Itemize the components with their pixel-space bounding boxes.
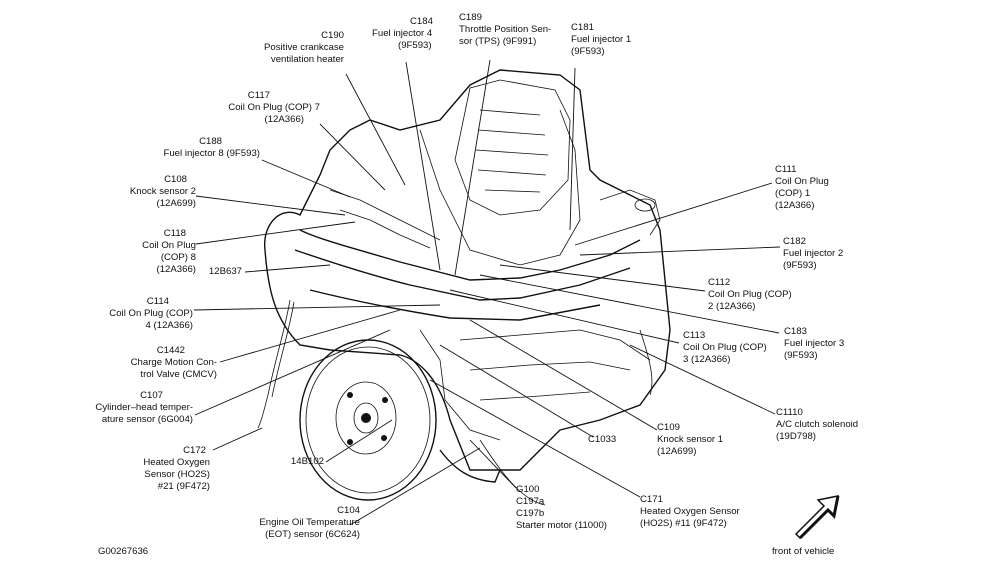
label-c112: C112 Coil On Plug (COP) 2 (12A366) (708, 277, 792, 312)
label-c104: C104 Engine Oil Temperature (EOT) sensor… (259, 505, 360, 540)
label-c184: C184 Fuel injector 4 (9F593) (372, 16, 433, 51)
label-c111: C111 Coil On Plug (COP) 1 (12A366) (775, 164, 829, 211)
flywheel (299, 339, 437, 501)
front-arrow-icon (794, 495, 840, 540)
label-c1110: C1110 A/C clutch solenoid (19D798) (776, 407, 859, 442)
label-c190: C190 Positive crankcase ventilation heat… (264, 30, 344, 65)
label-c188: C188 Fuel injector 8 (9F593) (163, 136, 260, 159)
label-c118: C118 Coil On Plug (COP) 8 (12A366) (142, 228, 196, 275)
label-c1033: C1033 (588, 434, 617, 445)
label-c109: C109 Knock sensor 1 (12A699) (657, 422, 724, 457)
label-c182: C182 Fuel injector 2 (9F593) (783, 236, 844, 271)
label-c114: C114 Coil On Plug (COP) 4 (12A366) (109, 296, 193, 331)
label-c1442: C1442 Charge Motion Con- trol Valve (CMC… (130, 345, 217, 380)
wiring-harness (257, 299, 653, 506)
label-c117: C117 Coil On Plug (COP) 7 (12A366) (228, 90, 320, 125)
label-c181: C181 Fuel injector 1 (9F593) (571, 22, 632, 57)
label-c108: C108 Knock sensor 2 (12A699) (129, 174, 196, 209)
label-c189: C189 Throttle Position Sen- sor (TPS) (9… (459, 12, 552, 47)
label-c171: C171 Heated Oxygen Sensor (HO2S) #11 (9F… (640, 494, 740, 529)
label-c107: C107 Cylinder–head temper- ature sensor … (95, 390, 193, 425)
front-of-vehicle-label: front of vehicle (772, 546, 835, 557)
leader-lines (193, 59, 781, 526)
label-g100: G100 C197a C197b Starter motor (11000) (516, 484, 607, 531)
diagram-id: G00267636 (98, 546, 149, 557)
label-14b102: 14B102 (290, 456, 324, 467)
label-12b637: 12B637 (208, 266, 242, 277)
label-c113: C113 Coil On Plug (COP) 3 (12A366) (683, 330, 767, 365)
label-c172: C172 Heated Oxygen Sensor (HO2S) #21 (9F… (143, 445, 210, 492)
engine-block (264, 69, 671, 483)
label-c183: C183 Fuel injector 3 (9F593) (784, 326, 845, 361)
